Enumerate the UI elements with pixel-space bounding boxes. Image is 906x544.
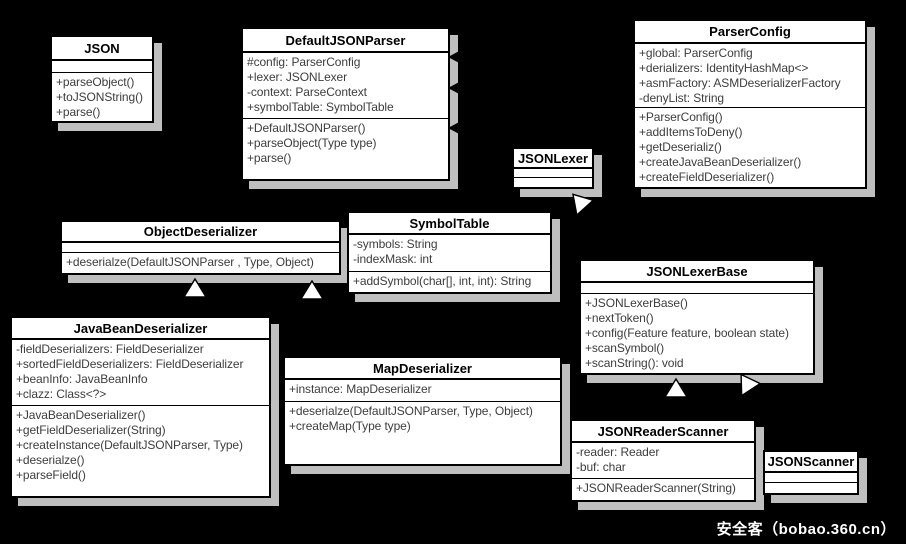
attribute-row: +symbolTable: SymbolTable <box>247 100 394 114</box>
attribute-row: +instance: MapDeserializer <box>289 382 432 396</box>
attribute-row: +lexer: JSONLexer <box>247 70 348 84</box>
class-methods: +JavaBeanDeserializer()+getFieldDeserial… <box>12 406 269 496</box>
method-row: +nextToken() <box>585 311 654 325</box>
class-title: JSONScanner <box>765 452 857 473</box>
attribute-row: -buf: char <box>576 460 626 474</box>
generalization-arrowhead <box>740 373 762 397</box>
method-row: +JSONReaderScanner(String) <box>576 481 736 495</box>
class-title: JavaBeanDeserializer <box>12 318 269 340</box>
class-default-json-parser: DefaultJSONParser#config: ParserConfig+l… <box>241 27 450 181</box>
class-title: ObjectDeserializer <box>62 222 339 243</box>
class-title: SymbolTable <box>349 213 550 235</box>
class-object-deserializer: ObjectDeserializer +deserialze(DefaultJSO… <box>60 220 341 275</box>
attribute-row: -fieldDeserializers: FieldDeserializer <box>16 342 204 356</box>
class-symbol-table: SymbolTable-symbols: String-indexMask: i… <box>347 211 552 294</box>
attribute-row: +global: ParserConfig <box>639 46 753 60</box>
class-attributes <box>62 243 339 253</box>
class-methods: +deserialze(DefaultJSONParser, Type, Obj… <box>285 402 560 464</box>
attribute-row: +sortedFieldDeserializers: FieldDeserial… <box>16 357 244 371</box>
class-title: JSONReaderScanner <box>572 421 754 443</box>
attribute-row: #config: ParserConfig <box>247 55 361 69</box>
class-json-scanner: JSONScanner <box>763 450 859 495</box>
attribute-row: +asmFactory: ASMDeserializerFactory <box>639 76 841 90</box>
method-row: +deserialze() <box>16 453 85 467</box>
association-arrowhead <box>448 80 463 96</box>
attribute-row: +clazz: Class<?> <box>16 387 107 401</box>
class-json-lexer: JSONLexer <box>512 147 594 189</box>
class-methods: +JSONLexerBase()+nextToken()+config(Feat… <box>581 294 813 373</box>
class-title: JSON <box>52 37 152 61</box>
attribute-row: -denyList: String <box>639 91 725 105</box>
association-arrowhead <box>448 49 463 65</box>
method-row: +parseObject() <box>56 75 135 89</box>
class-attributes: -reader: Reader-buf: char <box>572 443 754 479</box>
method-row: +getFieldDeserializer(String) <box>16 423 166 437</box>
class-title: DefaultJSONParser <box>243 29 448 53</box>
method-row: +scanSymbol() <box>585 341 665 355</box>
method-row: +parse() <box>247 151 292 165</box>
attribute-row: -reader: Reader <box>576 445 660 459</box>
class-attributes: +global: ParserConfig+derializers: Ident… <box>635 44 865 108</box>
class-attributes <box>765 473 857 483</box>
class-java-bean-deserializer: JavaBeanDeserializer-fieldDeserializers:… <box>10 316 271 498</box>
class-methods: +addSymbol(char[], int, int): String <box>349 272 550 292</box>
association-arrowhead <box>448 120 463 136</box>
method-row: +parseField() <box>16 468 86 482</box>
attribute-row: -symbols: String <box>353 237 438 251</box>
method-row: +addItemsToDeny() <box>639 125 743 139</box>
attribute-row: -indexMask: int <box>353 252 433 266</box>
class-methods: +DefaultJSONParser()+parseObject(Type ty… <box>243 119 448 179</box>
class-attributes: +instance: MapDeserializer <box>285 380 560 402</box>
class-attributes: -fieldDeserializers: FieldDeserializer+s… <box>12 340 269 406</box>
class-parser-config: ParserConfig+global: ParserConfig+derial… <box>633 19 867 189</box>
method-row: +parse() <box>56 105 101 119</box>
class-attributes: -symbols: String-indexMask: int <box>349 235 550 272</box>
method-row: +addSymbol(char[], int, int): String <box>353 274 532 288</box>
method-row: +createMap(Type type) <box>289 419 411 433</box>
class-title: MapDeserializer <box>285 358 560 380</box>
class-title: ParserConfig <box>635 21 865 44</box>
generalization-arrowhead <box>299 279 325 300</box>
method-row: +getDeserializ() <box>639 140 722 154</box>
attribute-row: +derializers: IdentityHashMap<> <box>639 61 809 75</box>
class-title: JSONLexer <box>514 149 592 169</box>
method-row: +JSONLexerBase() <box>585 296 688 310</box>
class-json-lexer-base: JSONLexerBase +JSONLexerBase()+nextToken(… <box>579 259 815 375</box>
class-attributes <box>52 61 152 73</box>
method-row: +JavaBeanDeserializer() <box>16 408 146 422</box>
generalization-arrowhead <box>182 277 208 298</box>
class-title: JSONLexerBase <box>581 261 813 283</box>
method-row: +deserialze(DefaultJSONParser, Type, Obj… <box>289 404 533 418</box>
class-methods: +deserialze(DefaultJSONParser , Type, Ob… <box>62 253 339 273</box>
method-row: +config(Feature feature, boolean state) <box>585 326 789 340</box>
class-methods: +parseObject()+toJSONString()+parse() <box>52 73 152 121</box>
method-row: +scanString(): void <box>585 356 684 370</box>
method-row: +ParserConfig() <box>639 110 723 124</box>
class-map-deserializer: MapDeserializer +instance: MapDeserialize… <box>283 356 562 466</box>
class-methods: +JSONReaderScanner(String) <box>572 479 754 500</box>
class-json: JSON +parseObject()+toJSONString()+parse(… <box>50 35 154 123</box>
method-row: +createJavaBeanDeserializer() <box>639 155 802 169</box>
method-row: +toJSONString() <box>56 90 143 104</box>
class-methods: +ParserConfig()+addItemsToDeny()+getDese… <box>635 108 865 187</box>
class-attributes <box>581 283 813 294</box>
method-row: +deserialze(DefaultJSONParser , Type, Ob… <box>66 255 314 269</box>
method-row: +createFieldDeserializer() <box>639 170 775 184</box>
method-row: +parseObject(Type type) <box>247 136 377 150</box>
attribute-row: -context: ParseContext <box>247 85 367 99</box>
class-methods <box>765 483 857 493</box>
attribute-row: +beanInfo: JavaBeanInfo <box>16 372 148 386</box>
watermark-text: 安全客（bobao.360.cn） <box>716 521 896 538</box>
class-attributes: #config: ParserConfig+lexer: JSONLexer-c… <box>243 53 448 119</box>
generalization-arrowhead <box>572 193 595 217</box>
generalization-arrowhead <box>663 377 689 398</box>
class-attributes <box>514 169 592 178</box>
method-row: +createInstance(DefaultJSONParser, Type) <box>16 438 243 452</box>
class-json-reader-scanner: JSONReaderScanner-reader: Reader-buf: ch… <box>570 419 756 502</box>
method-row: +DefaultJSONParser() <box>247 121 366 135</box>
